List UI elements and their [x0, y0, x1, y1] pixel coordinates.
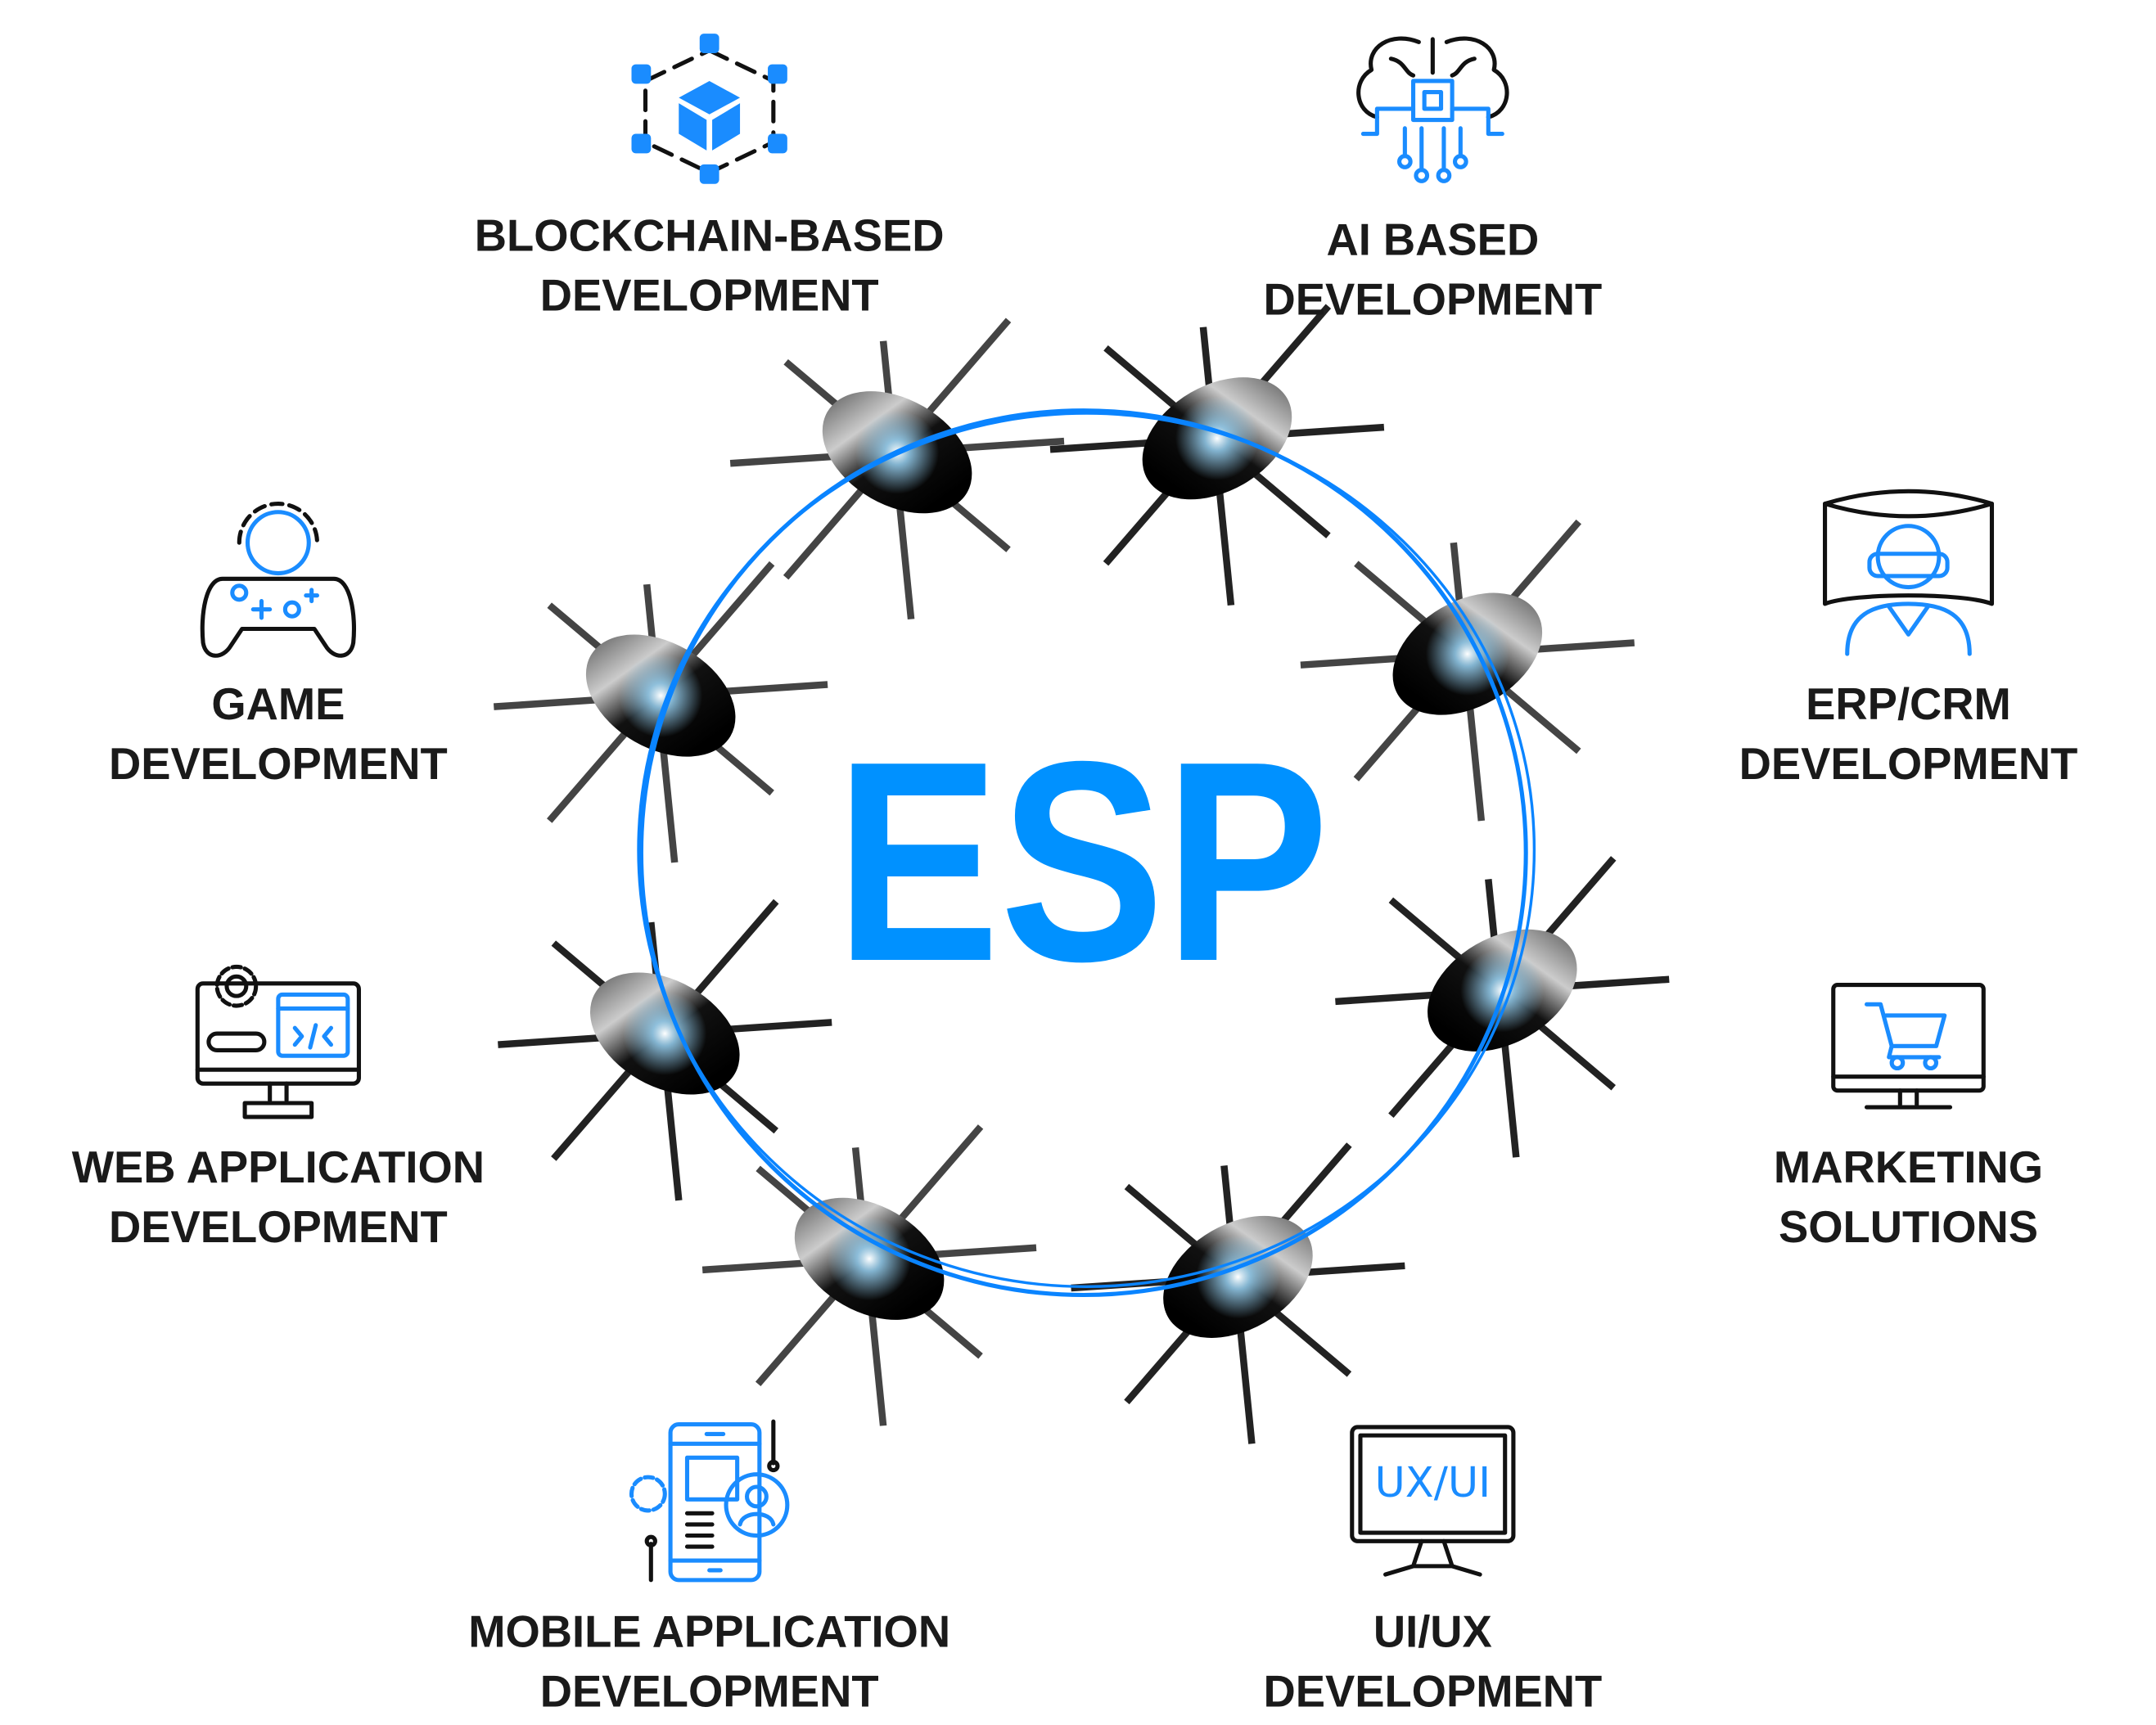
hub-node — [498, 899, 832, 1201]
shopping-cart-monitor-icon — [1831, 982, 1986, 1110]
hub-node — [493, 561, 828, 863]
service-label-game-2: DEVELOPMENT — [109, 739, 448, 789]
hub-node-flare — [623, 992, 707, 1076]
service-label-game: GAME — [211, 679, 345, 729]
service-label-uiux: UI/UX — [1373, 1606, 1492, 1656]
service-label-web-2: DEVELOPMENT — [109, 1202, 448, 1252]
hub-ring-inner — [637, 412, 1536, 1289]
service-label-erp: ERP/CRM — [1806, 679, 2011, 729]
service-label-ai: AI BASED — [1326, 214, 1539, 264]
hub-node — [1300, 519, 1635, 822]
uiux-monitor-icon: UX/UI — [1350, 1425, 1516, 1577]
blockchain-cube-icon — [631, 34, 787, 184]
service-label-web: WEB APPLICATION — [72, 1142, 485, 1192]
service-label-mobile: MOBILE APPLICATION — [468, 1606, 950, 1656]
hub-node — [701, 1124, 1037, 1426]
service-label-blockchain: BLOCKCHAIN-BASED — [475, 210, 945, 260]
hub-node-flare — [828, 1217, 912, 1301]
center-title: ESP — [835, 702, 1328, 1020]
game-controller-icon — [200, 502, 356, 658]
vr-headset-person-icon — [1823, 489, 1995, 656]
service-label-marketing: MARKETING — [1774, 1142, 2043, 1192]
hub-node-flare — [1175, 396, 1259, 480]
hub-node-flare — [1425, 612, 1509, 696]
hub-node — [1049, 304, 1385, 606]
hub-node — [729, 318, 1065, 620]
service-label-ai-2: DEVELOPMENT — [1263, 274, 1602, 324]
service-label-marketing-2: SOLUTIONS — [1779, 1202, 2038, 1252]
service-label-mobile-2: DEVELOPMENT — [540, 1667, 879, 1717]
hub-node-flare — [619, 654, 703, 738]
hub-node-flare — [1196, 1235, 1280, 1319]
service-label-blockchain-2: DEVELOPMENT — [540, 270, 879, 320]
uiux-icon-text: UX/UI — [1374, 1459, 1491, 1507]
hub-node — [1335, 856, 1670, 1158]
service-label-uiux-2: DEVELOPMENT — [1263, 1667, 1602, 1717]
service-label-erp-2: DEVELOPMENT — [1739, 739, 2078, 789]
ai-brain-chip-icon — [1356, 36, 1509, 183]
web-app-monitor-icon — [195, 964, 361, 1119]
mobile-app-icon — [629, 1419, 790, 1583]
hub-ring — [638, 408, 1528, 1298]
